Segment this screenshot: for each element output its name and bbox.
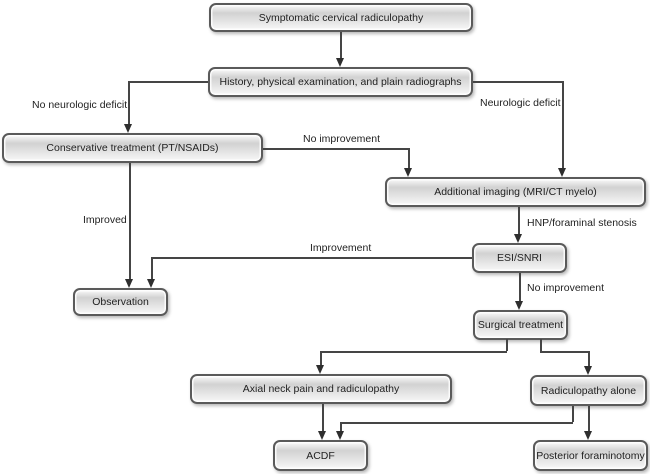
arrowhead-icon: [318, 431, 326, 440]
arrowhead-icon: [316, 365, 324, 374]
arrowhead-icon: [336, 58, 344, 67]
node-label: Symptomatic cervical radiculopathy: [258, 11, 424, 24]
arrowhead-icon: [404, 168, 412, 177]
node-label: Axial neck pain and radiculopathy: [242, 383, 400, 395]
node-additional-imaging: Additional imaging (MRI/CT myelo): [385, 177, 646, 207]
node-label: ESI/SNRI: [497, 252, 542, 264]
node-esi-snri: ESI/SNRI: [472, 243, 567, 273]
arrowhead-icon: [147, 279, 155, 288]
node-posterior-foraminotomy: Posterior foraminotomy: [533, 440, 648, 471]
node-label: Radiculopathy alone: [540, 384, 637, 397]
node-axial-neck-pain-radiculopathy: Axial neck pain and radiculopathy: [190, 374, 452, 404]
node-symptomatic-cervical-radiculopathy: Symptomatic cervical radiculopathy: [209, 3, 473, 32]
arrowhead-icon: [336, 431, 344, 440]
node-label: History, physical examination, and plain…: [219, 76, 462, 88]
node-label: Additional imaging (MRI/CT myelo): [434, 186, 597, 198]
edge-label-improved: Improved: [83, 214, 127, 226]
arrowhead-icon: [124, 124, 132, 133]
arrowhead-icon: [584, 366, 592, 375]
edge-label-no-neurologic-deficit: No neurologic deficit: [32, 99, 128, 111]
node-label: ACDF: [306, 449, 335, 462]
edge-label-neurologic-deficit: Neurologic deficit: [480, 97, 561, 109]
node-radiculopathy-alone: Radiculopathy alone: [530, 375, 647, 406]
node-label: Surgical treatment: [477, 319, 564, 331]
node-history-exam-radiographs: History, physical examination, and plain…: [208, 67, 473, 97]
node-observation: Observation: [73, 288, 168, 316]
node-surgical-treatment: Surgical treatment: [473, 310, 568, 340]
node-label: Posterior foraminotomy: [536, 449, 645, 462]
node-acdf: ACDF: [273, 440, 368, 471]
edge-label-no-improvement-1: No improvement: [303, 133, 381, 145]
arrowhead-icon: [584, 431, 592, 440]
node-label: Conservative treatment (PT/NSAIDs): [46, 142, 219, 154]
edge-label-no-improvement-2: No improvement: [527, 282, 605, 294]
arrowhead-icon: [125, 279, 133, 288]
edge-label-improvement: Improvement: [310, 242, 372, 254]
edge-label-hnp-foraminal-stenosis: HNP/foraminal stenosis: [527, 217, 637, 229]
arrowhead-icon: [558, 168, 566, 177]
arrowhead-icon: [515, 301, 523, 310]
node-conservative-treatment: Conservative treatment (PT/NSAIDs): [2, 133, 263, 163]
arrowhead-icon: [514, 234, 522, 243]
node-label: Observation: [92, 296, 149, 308]
